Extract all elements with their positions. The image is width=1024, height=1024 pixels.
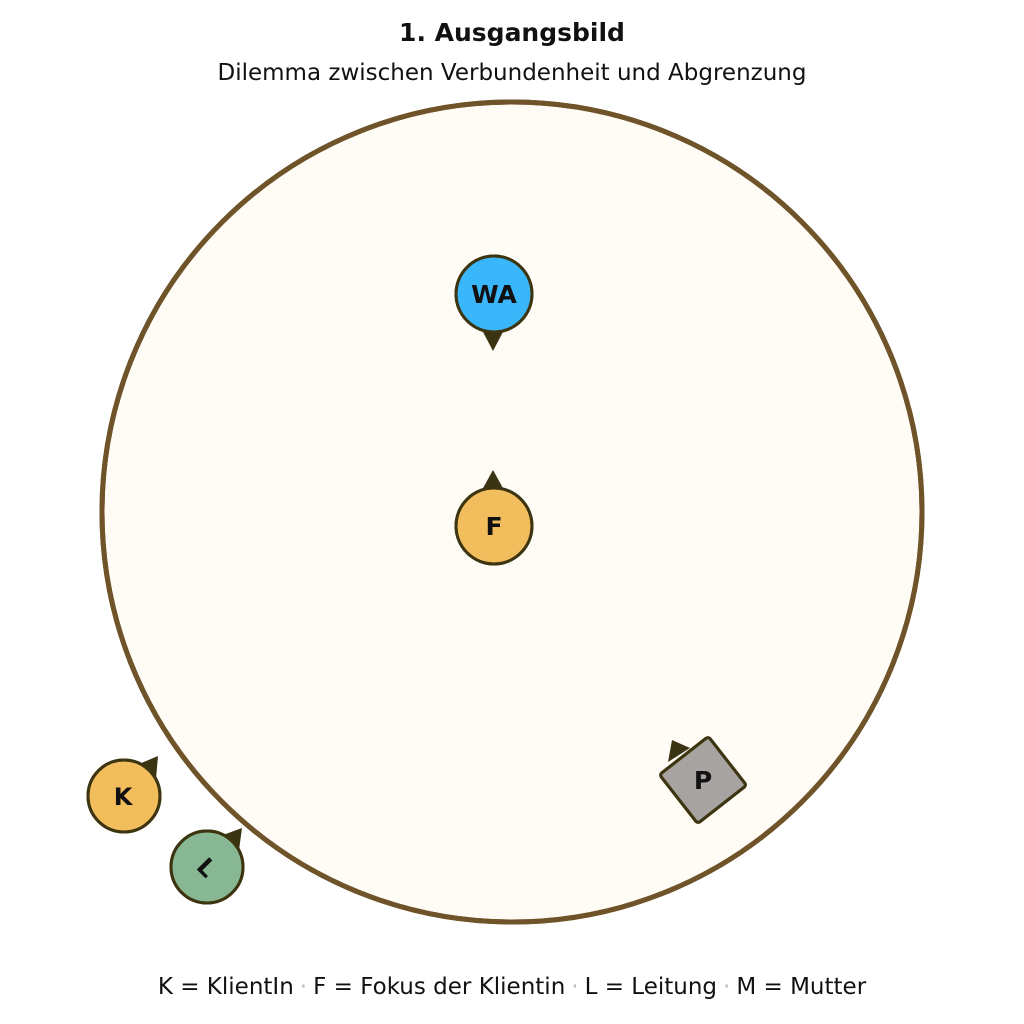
node-k[interactable]: K bbox=[86, 756, 162, 834]
diagram-title: 1. Ausgangsbild bbox=[399, 18, 625, 47]
legend-separator: · bbox=[571, 974, 579, 1000]
legend-item-l: L = Leitung bbox=[584, 974, 718, 1000]
node-p[interactable]: P bbox=[659, 736, 747, 824]
node-f-outline bbox=[454, 486, 534, 566]
legend-item-k: K = KlientIn bbox=[157, 974, 294, 1000]
legend-item-f: F = Fokus der Klientin bbox=[313, 974, 566, 1000]
legend-separator: · bbox=[299, 974, 308, 1000]
node-p-pointer-icon bbox=[668, 740, 690, 762]
legend-separator: · bbox=[723, 974, 731, 1000]
node-l-pointer-icon bbox=[223, 828, 242, 850]
node-p-outline bbox=[659, 736, 747, 824]
node-l[interactable]: L bbox=[169, 828, 245, 905]
node-wa-label: WA bbox=[471, 280, 517, 309]
node-f-label: F bbox=[485, 512, 502, 541]
node-wa-pointer-icon bbox=[482, 330, 504, 351]
node-wa-outline bbox=[454, 254, 534, 334]
node-l-outline bbox=[169, 829, 245, 905]
node-wa[interactable]: WA bbox=[454, 254, 534, 351]
node-f-pointer-icon bbox=[482, 470, 504, 490]
diagram-subtitle: Dilemma zwischen Verbundenheit und Abgre… bbox=[217, 60, 807, 86]
node-k-label: K bbox=[114, 783, 134, 811]
constellation-field-border bbox=[99, 99, 925, 925]
legend: K = KlientIn·F = Fokus der Klientin·L = … bbox=[0, 970, 1024, 1004]
legend-item-m: M = Mutter bbox=[736, 974, 867, 1000]
node-p-label: P bbox=[694, 766, 712, 795]
node-f[interactable]: F bbox=[454, 470, 534, 566]
node-k-outline bbox=[86, 758, 162, 834]
